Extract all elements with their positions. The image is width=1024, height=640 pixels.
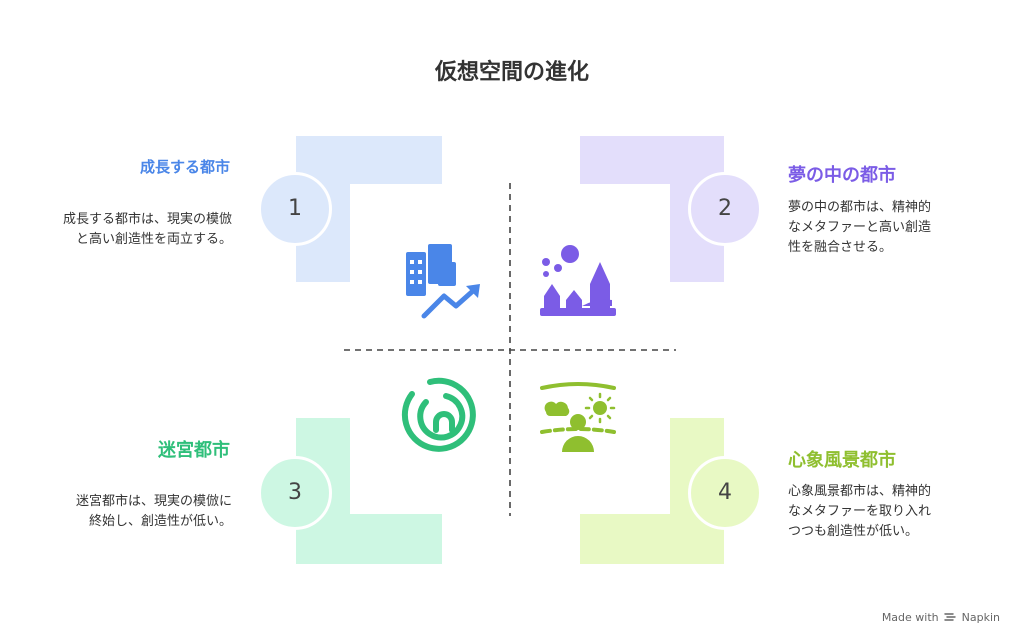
quadrant-4-desc-line: 心象風景都市は、精神的 — [788, 484, 932, 499]
quadrant-2-desc-line: 夢の中の都市は、精神的 — [788, 200, 932, 215]
labyrinth-icon — [401, 377, 476, 452]
quadrant-4-number: 4 — [688, 456, 762, 530]
quadrant-4-bracket — [580, 418, 724, 564]
napkin-logo-icon — [944, 613, 956, 621]
quadrant-1-desc-line: と高い創造性を両立する。 — [75, 232, 232, 247]
quadrant-4-description: 心象風景都市は、精神的 なメタファーを取り入れ つつも創造性が低い。 — [788, 482, 931, 542]
quadrant-1-heading: 成長する都市 — [139, 158, 230, 176]
quadrant-1-bracket — [296, 136, 442, 282]
napkin-credit[interactable]: Made with Napkin — [882, 611, 1000, 624]
credit-brand: Napkin — [961, 611, 1000, 624]
quadrant-4-desc-line: なメタファーを取り入れ — [788, 504, 932, 519]
quadrant-2-number: 2 — [688, 172, 762, 246]
dream-city-icon — [540, 245, 616, 316]
quadrant-1-number: 1 — [258, 172, 332, 246]
page-title: 仮想空間の進化 — [434, 60, 589, 85]
mental-landscape-icon — [540, 382, 616, 452]
quadrant-4-desc-line: つつも創造性が低い。 — [788, 524, 919, 539]
quadrant-3-desc-line: 迷宮都市は、現実の模倣に — [75, 494, 232, 509]
quadrant-2-heading: 夢の中の都市 — [788, 165, 896, 186]
quadrant-2-bracket — [580, 136, 724, 282]
quadrant-4-heading: 心象風景都市 — [788, 450, 896, 471]
quadrant-3-description: 迷宮都市は、現実の模倣に 終始し、創造性が低い。 — [20, 492, 232, 532]
credit-text: Made with — [881, 611, 939, 624]
quadrant-3-desc-line: 終始し、創造性が低い。 — [88, 514, 232, 529]
quadrant-1-desc-line: 成長する都市は、現実の模倣 — [62, 212, 232, 227]
quadrant-3-heading: 迷宮都市 — [158, 440, 230, 461]
growing-city-icon — [406, 244, 480, 319]
quadrant-3-number: 3 — [258, 456, 332, 530]
quadrant-1-description: 成長する都市は、現実の模倣 と高い創造性を両立する。 — [20, 210, 232, 250]
quadrant-3-bracket — [296, 418, 442, 564]
quadrant-2-desc-line: 性を融合させる。 — [788, 240, 893, 255]
quadrant-2-description: 夢の中の都市は、精神的 なメタファーと高い創造 性を融合させる。 — [788, 198, 931, 258]
quadrant-2-desc-line: なメタファーと高い創造 — [788, 220, 932, 235]
